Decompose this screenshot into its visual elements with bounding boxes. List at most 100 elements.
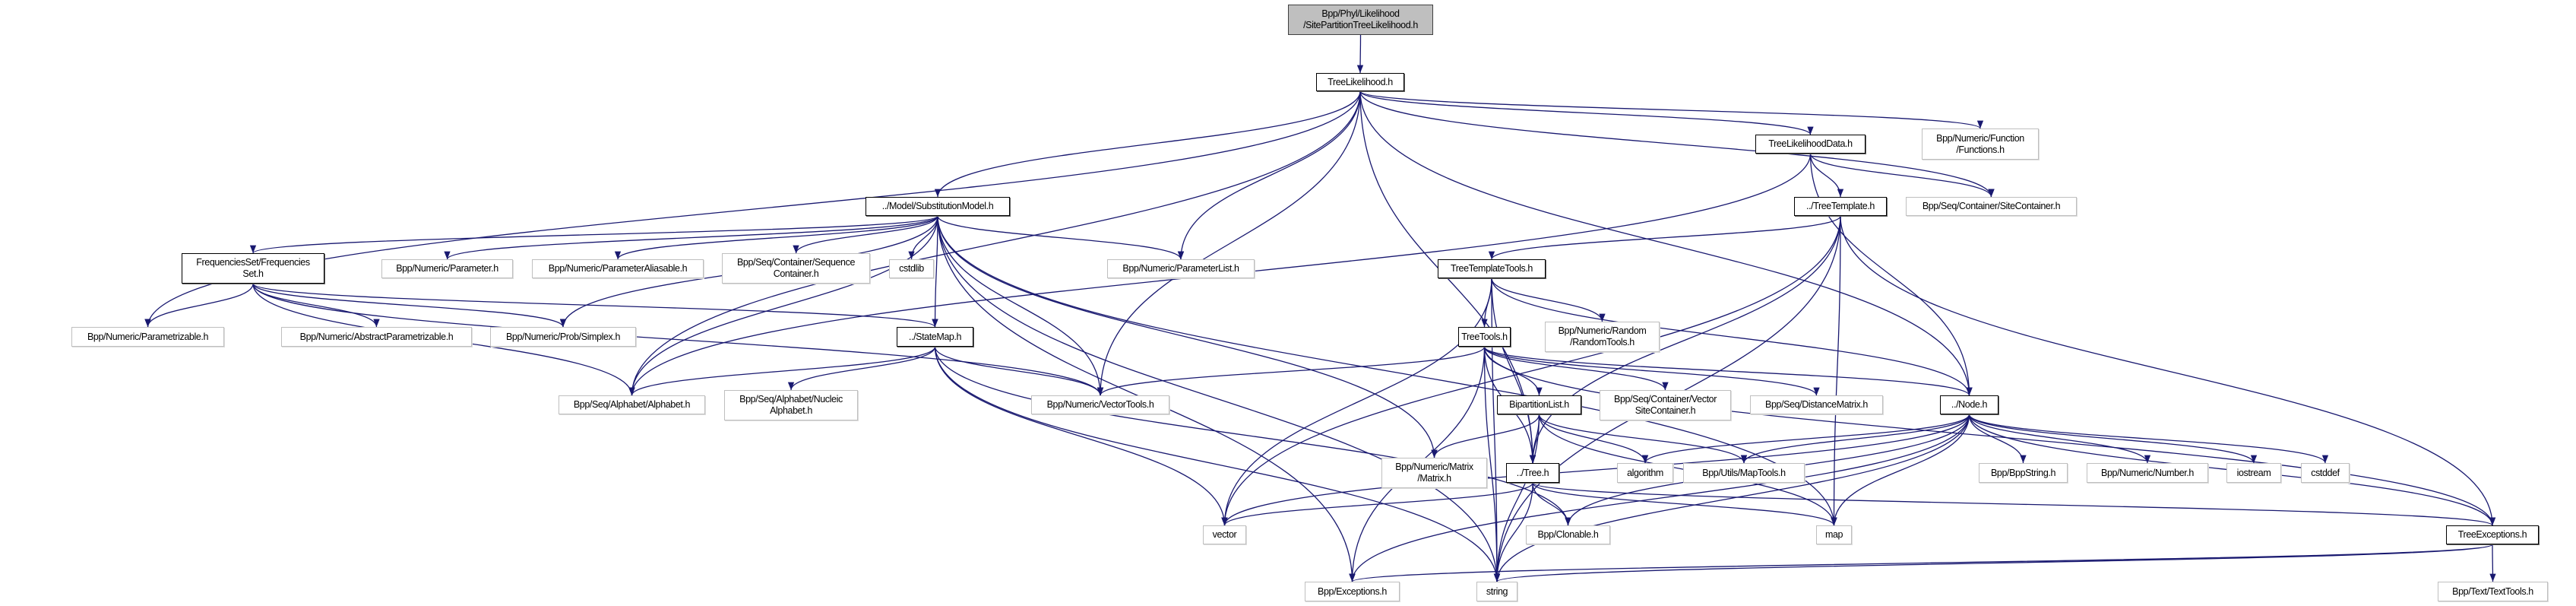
edge-tree-to-vector xyxy=(1221,482,1533,526)
graph-node-maptools[interactable]: Bpp/Utils/MapTools.h xyxy=(1683,463,1805,483)
edge-statemap-to-vector xyxy=(934,346,1228,526)
edge-node-to-vector xyxy=(1221,414,1970,526)
graph-node-iostream[interactable]: iostream xyxy=(2226,463,2281,483)
edge-tree-to-string xyxy=(1493,482,1533,582)
graph-node-submodel[interactable]: ../Model/SubstitutionModel.h xyxy=(866,197,1010,216)
edge-treetools-to-vsitecontainer xyxy=(1483,346,1669,391)
graph-node-string[interactable]: string xyxy=(1476,582,1517,601)
edge-treetools-to-vectortools xyxy=(1097,346,1486,396)
graph-node-number[interactable]: Bpp/Numeric/Number.h xyxy=(2087,463,2208,483)
graph-node-alphabet[interactable]: Bpp/Seq/Alphabet/Alphabet.h xyxy=(559,395,705,414)
graph-node-treeexc[interactable]: TreeExceptions.h xyxy=(2446,525,2539,544)
edge-treetemplate-to-ttools xyxy=(1489,215,1841,260)
edge-node-to-exceptions xyxy=(1349,414,1970,582)
edge-tl-to-vectortools xyxy=(1097,90,1361,396)
graph-node-parameter[interactable]: Bpp/Numeric/Parameter.h xyxy=(381,259,513,278)
graph-node-vector[interactable]: vector xyxy=(1203,525,1246,544)
graph-node-functions[interactable]: Bpp/Numeric/Function /Functions.h xyxy=(1922,128,2039,160)
edge-submodel-to-matrix xyxy=(937,215,1438,458)
graph-node-paramlist[interactable]: Bpp/Numeric/ParameterList.h xyxy=(1107,259,1255,278)
edge-submodel-to-statemap xyxy=(932,215,938,328)
graph-node-tldata[interactable]: TreeLikelihoodData.h xyxy=(1755,135,1866,154)
edge-tree-to-treeexc xyxy=(1532,482,2495,526)
graph-node-vsitecontainer[interactable]: Bpp/Seq/Container/Vector SiteContainer.h xyxy=(1600,390,1731,420)
graph-node-cstddef[interactable]: cstddef xyxy=(2301,463,2350,483)
graph-node-absparam[interactable]: Bpp/Numeric/AbstractParametrizable.h xyxy=(281,327,472,347)
edge-node-to-string xyxy=(1493,414,1970,582)
edge-bipartition-to-matrix xyxy=(1431,414,1540,458)
edge-freqset-to-absparam xyxy=(252,283,380,328)
edge-freqset-to-vectortools xyxy=(252,283,1104,396)
edge-submodel-to-paramlist xyxy=(937,215,1185,260)
graph-node-treetools[interactable]: TreeTools.h xyxy=(1458,327,1511,347)
edge-node-to-algorithm xyxy=(1641,414,1970,464)
graph-node-matrix[interactable]: Bpp/Numeric/Matrix /Matrix.h xyxy=(1381,458,1487,488)
graph-node-map[interactable]: map xyxy=(1816,525,1852,544)
graph-node-freqset[interactable]: FrequenciesSet/Frequencies Set.h xyxy=(182,253,324,284)
graph-node-distancematrix[interactable]: Bpp/Seq/DistanceMatrix.h xyxy=(1750,395,1883,414)
edge-statemap-to-clonable xyxy=(934,346,1571,526)
edge-treeexc-to-string xyxy=(1494,544,2493,582)
edge-treetools-to-string xyxy=(1483,346,1501,582)
edge-ttools-to-randomtools xyxy=(1491,278,1606,322)
graph-node-nucleic[interactable]: Bpp/Seq/Alphabet/Nucleic Alphabet.h xyxy=(724,390,858,420)
edge-statemap-to-alphabet xyxy=(628,346,936,396)
edge-tree-to-map xyxy=(1532,482,1837,526)
graph-node-exceptions[interactable]: Bpp/Exceptions.h xyxy=(1305,582,1400,601)
edge-tl-to-node xyxy=(1359,90,1973,396)
edge-statemap-to-vectortools xyxy=(934,346,1104,396)
edge-bipartition-to-algorithm xyxy=(1538,414,1649,464)
graph-node-bipartition[interactable]: BipartitionList.h xyxy=(1497,395,1581,414)
edge-tldata-to-treetemplate xyxy=(1809,153,1844,198)
edge-submodel-to-paramaliasable xyxy=(614,215,938,260)
graph-node-statemap[interactable]: ../StateMap.h xyxy=(897,327,973,347)
edge-submodel-to-alphabet xyxy=(628,215,938,396)
graph-node-ttools[interactable]: TreeTemplateTools.h xyxy=(1438,259,1546,278)
graph-node-bppstring[interactable]: Bpp/BppString.h xyxy=(1979,463,2068,483)
graph-node-clonable[interactable]: Bpp/Clonable.h xyxy=(1526,525,1610,544)
edge-freqset-to-parametrizable xyxy=(144,283,254,328)
graph-node-parametrizable[interactable]: Bpp/Numeric/Parametrizable.h xyxy=(71,327,224,347)
edge-statemap-to-nucleic xyxy=(787,346,936,391)
edge-submodel-to-freqset xyxy=(250,215,938,254)
edge-node-to-map xyxy=(1831,414,1970,526)
graph-node-root[interactable]: Bpp/Phyl/Likelihood /SitePartitionTreeLi… xyxy=(1288,5,1433,35)
edge-bipartition-to-string xyxy=(1493,414,1540,582)
graph-node-texttools[interactable]: Bpp/Text/TextTools.h xyxy=(2438,582,2548,601)
graph-node-sitecontainer[interactable]: Bpp/Seq/Container/SiteContainer.h xyxy=(1906,197,2077,216)
graph-node-paramaliasable[interactable]: Bpp/Numeric/ParameterAliasable.h xyxy=(532,259,704,278)
edge-tl-to-alphabet xyxy=(628,90,1361,396)
edge-freqset-to-statemap xyxy=(252,283,938,328)
graph-node-tl[interactable]: TreeLikelihood.h xyxy=(1316,73,1404,91)
edge-tl-to-paramlist xyxy=(1177,90,1361,260)
edge-treetemplate-to-map xyxy=(1831,215,1841,526)
graph-node-randomtools[interactable]: Bpp/Numeric/Random /RandomTools.h xyxy=(1545,322,1660,352)
graph-node-node[interactable]: ../Node.h xyxy=(1940,395,1998,414)
edge-node-to-cstddef xyxy=(1968,414,2329,464)
graph-node-tree[interactable]: ../Tree.h xyxy=(1506,463,1559,483)
edge-treetemplate-to-vector xyxy=(1221,215,1841,526)
edge-treetools-to-node xyxy=(1483,346,1973,396)
graph-node-cstdlib[interactable]: cstdlib xyxy=(889,259,934,278)
edge-ttools-to-node xyxy=(1491,278,1973,396)
graph-node-simplex[interactable]: Bpp/Numeric/Prob/Simplex.h xyxy=(490,327,636,347)
edge-tl-to-functions xyxy=(1359,90,1983,129)
edge-node-to-number xyxy=(1968,414,2151,464)
edge-ttools-to-vector xyxy=(1221,278,1492,526)
graph-node-treetemplate[interactable]: ../TreeTemplate.h xyxy=(1794,197,1887,216)
edge-treetools-to-distancematrix xyxy=(1483,346,1820,396)
edge-node-to-maptools xyxy=(1740,414,1970,464)
edge-treetools-to-treeexc xyxy=(1483,346,2496,526)
edge-node-to-iostream xyxy=(1968,414,2258,464)
graph-node-seqcontainer[interactable]: Bpp/Seq/Container/Sequence Container.h xyxy=(722,253,870,284)
graph-node-vectortools[interactable]: Bpp/Numeric/VectorTools.h xyxy=(1031,395,1169,414)
edge-tl-to-parametrizable xyxy=(144,90,1361,328)
graph-node-algorithm[interactable]: algorithm xyxy=(1617,463,1673,483)
edge-tl-to-tldata xyxy=(1359,90,1814,135)
edge-tl-to-sitecontainer xyxy=(1359,90,1995,198)
edge-submodel-to-string xyxy=(937,215,1501,582)
edge-tldata-to-node xyxy=(1809,153,1973,396)
edge-bipartition-to-maptools xyxy=(1538,414,1748,464)
edge-treeexc-to-texttools xyxy=(2489,544,2496,582)
